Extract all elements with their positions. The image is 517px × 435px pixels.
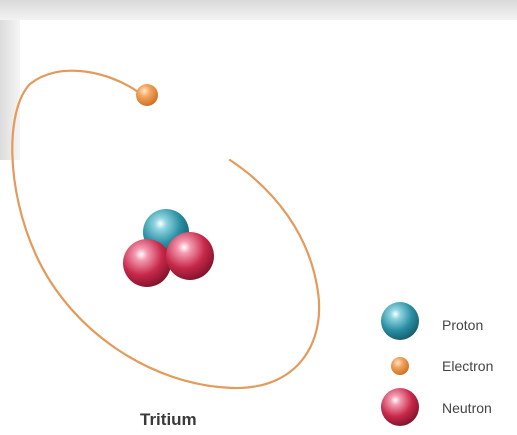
electron-particle <box>136 84 158 106</box>
top-shadow-band <box>0 0 517 20</box>
legend-label-electron: Electron <box>442 358 494 374</box>
neutron-particle <box>123 239 171 287</box>
electron-orbit <box>11 69 321 390</box>
atom-title: Tritium <box>140 410 197 429</box>
legend <box>381 302 419 426</box>
neutron-particle <box>166 232 214 280</box>
legend-label-proton: Proton <box>442 317 484 333</box>
neutron-legend-icon <box>381 388 419 426</box>
proton-legend-icon <box>381 302 419 340</box>
electron-legend-icon <box>391 357 409 375</box>
legend-label-neutron: Neutron <box>442 400 492 416</box>
nucleus <box>123 209 214 287</box>
left-shadow-band <box>0 20 20 160</box>
